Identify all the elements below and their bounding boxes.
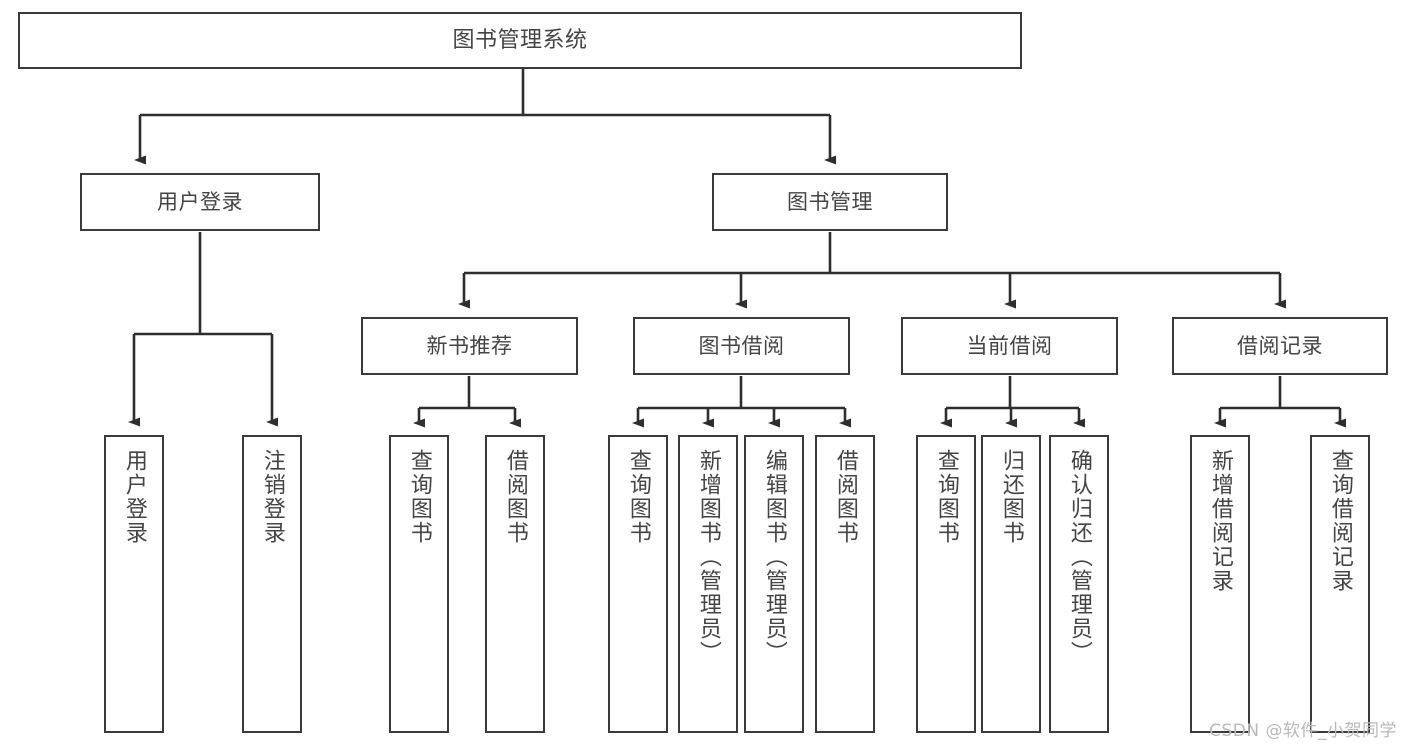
node-label: 确认归还（管理员） <box>1066 449 1092 665</box>
node-label: 查询图书 <box>933 449 959 545</box>
node-label: 图书管理 <box>787 189 873 214</box>
node-new-book-recommend[interactable]: 新书推荐 <box>361 317 578 375</box>
node-label: 注销登录 <box>259 449 285 545</box>
leaf-return-book[interactable]: 归还图书 <box>981 435 1041 733</box>
node-label: 编辑图书（管理员） <box>761 449 787 665</box>
leaf-add-book[interactable]: 新增图书（管理员） <box>678 435 738 733</box>
node-current-borrow[interactable]: 当前借阅 <box>901 317 1118 375</box>
node-borrow-record[interactable]: 借阅记录 <box>1172 317 1388 375</box>
node-book-management[interactable]: 图书管理 <box>712 173 948 231</box>
leaf-user-login[interactable]: 用户登录 <box>104 435 164 733</box>
leaf-borrow-book-recommend[interactable]: 借阅图书 <box>485 435 545 733</box>
node-root-system[interactable]: 图书管理系统 <box>18 12 1022 69</box>
node-label: 新增借阅记录 <box>1207 449 1233 593</box>
leaf-borrow-book-borrow[interactable]: 借阅图书 <box>815 435 875 733</box>
node-label: 归还图书 <box>998 449 1024 545</box>
node-label: 用户登录 <box>121 449 147 545</box>
node-label: 查询图书 <box>625 449 651 545</box>
node-label: 新增图书（管理员） <box>695 449 721 665</box>
leaf-query-book-recommend[interactable]: 查询图书 <box>389 435 449 733</box>
node-label: 查询借阅记录 <box>1327 449 1353 593</box>
node-label: 当前借阅 <box>966 333 1053 358</box>
leaf-logout-login[interactable]: 注销登录 <box>242 435 302 733</box>
node-label: 图书借阅 <box>698 333 785 358</box>
leaf-confirm-return[interactable]: 确认归还（管理员） <box>1049 435 1109 733</box>
leaf-query-borrow-record[interactable]: 查询借阅记录 <box>1310 435 1370 733</box>
node-label: 新书推荐 <box>426 333 513 358</box>
node-label: 图书管理系统 <box>452 27 588 53</box>
node-book-borrow[interactable]: 图书借阅 <box>633 317 850 375</box>
node-label: 借阅图书 <box>502 449 528 545</box>
node-label: 查询图书 <box>406 449 432 545</box>
node-user-login[interactable]: 用户登录 <box>80 173 320 231</box>
node-label: 用户登录 <box>157 189 243 214</box>
node-label: 借阅记录 <box>1237 333 1323 358</box>
leaf-query-book-borrow[interactable]: 查询图书 <box>608 435 668 733</box>
node-label: 借阅图书 <box>832 449 858 545</box>
watermark-text: CSDN @软件_小贺同学 <box>1209 721 1397 741</box>
leaf-add-borrow-record[interactable]: 新增借阅记录 <box>1190 435 1250 733</box>
leaf-query-book-current[interactable]: 查询图书 <box>916 435 976 733</box>
leaf-edit-book[interactable]: 编辑图书（管理员） <box>744 435 804 733</box>
